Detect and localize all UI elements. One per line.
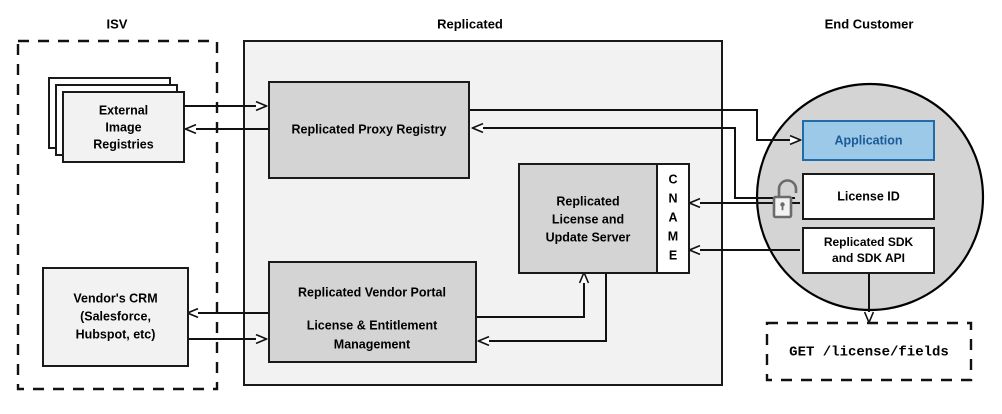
external-image-registries-label-line3: Registries (93, 137, 153, 151)
application-box (802, 120, 935, 161)
edge-application-to-proxy-registry (473, 128, 795, 199)
replicated-sdk-label-line1: Replicated SDK (824, 235, 914, 249)
vendor-portal-subtitle-line2: Management (334, 337, 411, 351)
vendors-crm-label-line2: (Salesforce, (80, 309, 151, 323)
cname-letter-c: C (668, 172, 677, 186)
license-server-label-line2: License and (552, 212, 624, 226)
node-replicated-proxy-registry[interactable]: Replicated Proxy Registry (268, 81, 470, 179)
cname-letter-a: A (668, 210, 677, 224)
node-vendors-crm[interactable]: Vendor's CRM (Salesforce, Hubspot, etc) (42, 267, 189, 367)
node-cname-strip[interactable]: C N A M E (656, 163, 690, 274)
node-license-fields-request[interactable]: GET /license/fields (765, 321, 973, 382)
registry-stack-front (62, 91, 185, 163)
node-replicated-license-update-server[interactable]: Replicated License and Update Server (518, 163, 658, 274)
external-image-registries-label-line2: Image (105, 120, 141, 134)
vendors-crm-label-line1: Vendor's CRM (73, 291, 157, 305)
node-replicated-vendor-portal[interactable]: Replicated Vendor Portal License & Entit… (268, 261, 477, 363)
vendor-portal-title: Replicated Vendor Portal (298, 285, 446, 299)
application-label: Application (834, 133, 902, 147)
edge-vendor-portal-to-license-server (476, 273, 584, 318)
license-id-label: License ID (837, 189, 900, 203)
cname-letter-e: E (669, 248, 677, 262)
replicated-proxy-registry-label: Replicated Proxy Registry (292, 122, 447, 136)
vendors-crm-box (42, 267, 189, 367)
zone-title-end-customer: End Customer (825, 16, 914, 31)
replicated-proxy-registry-box (268, 81, 470, 179)
vendor-portal-subtitle-line1: License & Entitlement (307, 318, 438, 332)
isv-zone-boundary (16, 39, 219, 391)
replicated-sdk-box (802, 227, 935, 274)
license-fields-request-box (765, 321, 973, 382)
vendors-crm-label-line3: Hubspot, etc) (76, 327, 156, 341)
cname-strip-box (656, 163, 690, 274)
cname-letter-m: M (668, 229, 678, 243)
node-license-id[interactable]: License ID (802, 173, 935, 220)
replicated-sdk-label-line2: and SDK API (832, 251, 905, 265)
zone-title-isv: ISV (107, 16, 128, 31)
unlock-icon (772, 179, 798, 219)
license-server-label-line1: Replicated (556, 194, 619, 208)
cname-letter-n: N (668, 191, 677, 205)
replicated-license-update-server-box (518, 163, 658, 274)
node-external-image-registries[interactable]: External Image Registries (48, 77, 185, 163)
external-image-registries-label-line1: External (99, 103, 148, 117)
edge-license-server-to-vendor-portal (479, 268, 607, 341)
license-id-box (802, 173, 935, 220)
edge-proxy-registry-to-application (469, 109, 800, 140)
zone-title-replicated: Replicated (437, 16, 503, 31)
node-application[interactable]: Application (802, 120, 935, 161)
replicated-vendor-portal-box (268, 261, 477, 363)
license-fields-request-label: GET /license/fields (789, 345, 949, 361)
license-server-label-line3: Update Server (546, 230, 631, 244)
node-replicated-sdk[interactable]: Replicated SDK and SDK API (802, 227, 935, 274)
